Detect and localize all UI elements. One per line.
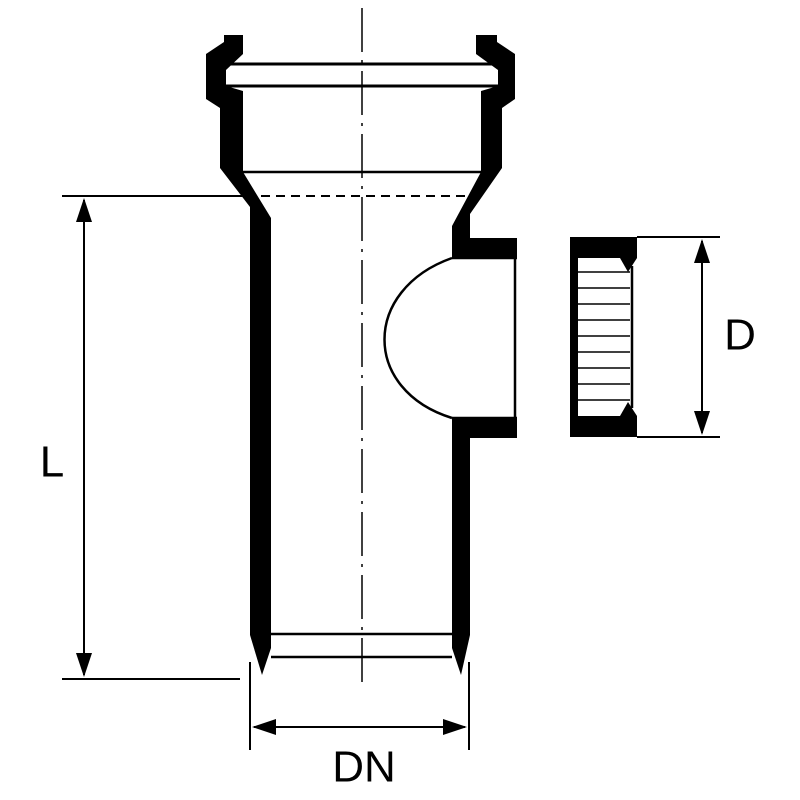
dn-arrow-left — [252, 719, 276, 735]
dimension-nominal-diameter — [249, 662, 470, 750]
branch-opening-lines — [452, 256, 517, 420]
dimension-cap-diameter — [637, 236, 720, 438]
cap-left-wall — [570, 237, 578, 437]
cap-top-flange — [570, 237, 637, 258]
cap-right-lower-bevel — [620, 402, 637, 416]
d-arrow-top — [694, 239, 710, 263]
tee-right-wall-upper — [452, 35, 517, 258]
length-arrow-top — [76, 198, 92, 222]
d-arrow-bottom — [694, 411, 710, 435]
dimension-length — [62, 195, 245, 680]
tee-right-wall-lower — [452, 418, 517, 635]
spigot-left-tip — [250, 635, 271, 675]
dn-arrow-right — [443, 719, 467, 735]
length-arrow-bottom — [76, 653, 92, 677]
cap-diameter-label: D — [724, 311, 756, 360]
branch-opening-curve — [383, 256, 453, 420]
cap-right-upper-bevel — [620, 258, 637, 272]
nominal-diameter-label: DN — [332, 743, 396, 792]
tee-body — [206, 35, 517, 675]
cap-bottom-flange — [570, 416, 637, 437]
screw-cap — [570, 237, 637, 437]
spigot-right-tip — [452, 635, 470, 675]
tee-left-wall — [206, 35, 271, 635]
cap-thread-lines — [578, 271, 630, 401]
length-label: L — [40, 438, 64, 487]
